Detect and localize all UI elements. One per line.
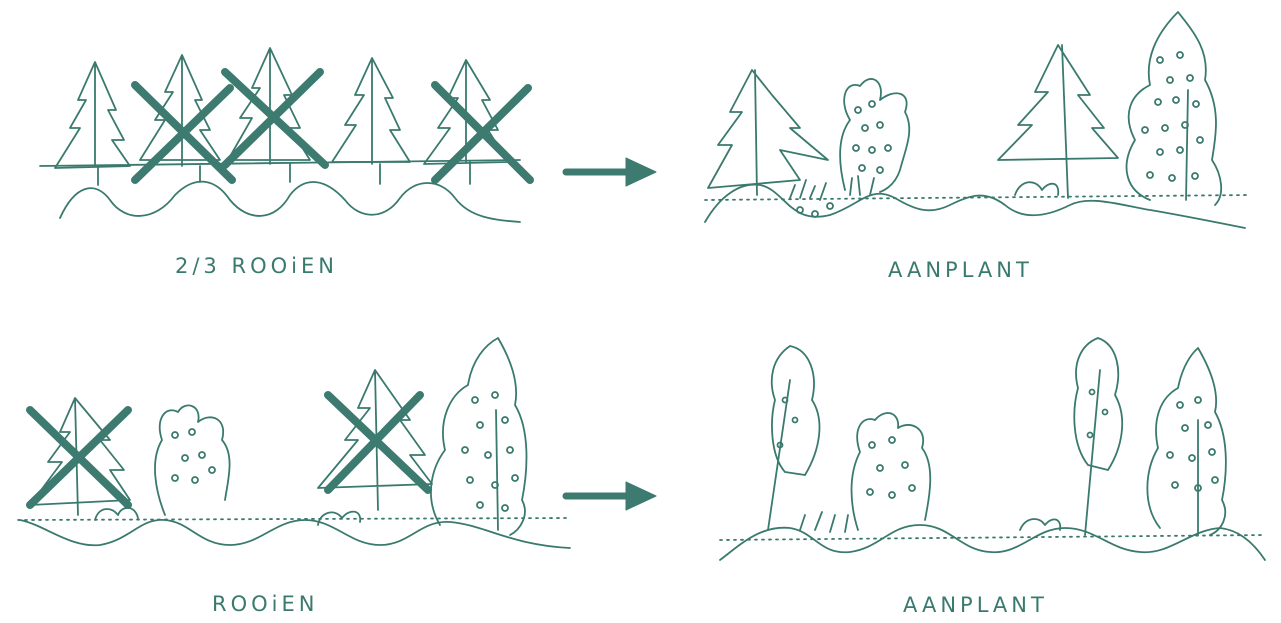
groundcover-b [1015, 182, 1058, 195]
panel-bottom-left [18, 338, 570, 548]
arrow-top [566, 158, 656, 186]
ground-stipple [720, 535, 1265, 540]
conifer-4 [332, 58, 410, 164]
deciduous-shrub-c [852, 413, 931, 530]
caption-top-right: AANPLANT [888, 258, 1033, 282]
deciduous-shrub-b [155, 405, 230, 515]
tall-columnar-tree-c [1147, 348, 1226, 535]
tall-tree-b-trunk [496, 410, 498, 530]
tall-tree-c-dots [1167, 397, 1218, 491]
wavy-ground [720, 525, 1265, 560]
groundcover-e [800, 512, 848, 532]
panel-top-right [705, 12, 1250, 228]
tall-tree-b-dots [462, 392, 518, 511]
shrub-a-dots [853, 101, 891, 173]
cross-1 [135, 85, 232, 180]
shrub-b-dots [172, 429, 215, 483]
ground-stipple [18, 518, 570, 520]
groundcover-a [790, 176, 874, 200]
arrow-bottom [566, 482, 656, 510]
wavy-ground [20, 520, 570, 548]
wavy-ground [60, 182, 520, 222]
caption-bottom-left: ROOiEN [212, 592, 318, 616]
tall-tree-trunk [1186, 90, 1188, 200]
columnar-tree-2 [1074, 338, 1122, 470]
conifer-1 [55, 62, 130, 168]
caption-top-left: 2/3 ROOiEN [175, 254, 338, 278]
tall-tree-dots [1142, 52, 1203, 181]
tall-columnar-tree-b [431, 338, 527, 535]
conifer-a [708, 70, 828, 195]
panel-top-left [40, 48, 530, 222]
deciduous-shrub-a [840, 79, 909, 192]
groundcover-c [95, 508, 138, 520]
panel-bottom-right [720, 338, 1265, 560]
conifer-b [998, 45, 1118, 198]
shrub-c-dots [867, 437, 915, 498]
wavy-ground [705, 185, 1245, 228]
caption-bottom-right: AANPLANT [903, 593, 1048, 617]
